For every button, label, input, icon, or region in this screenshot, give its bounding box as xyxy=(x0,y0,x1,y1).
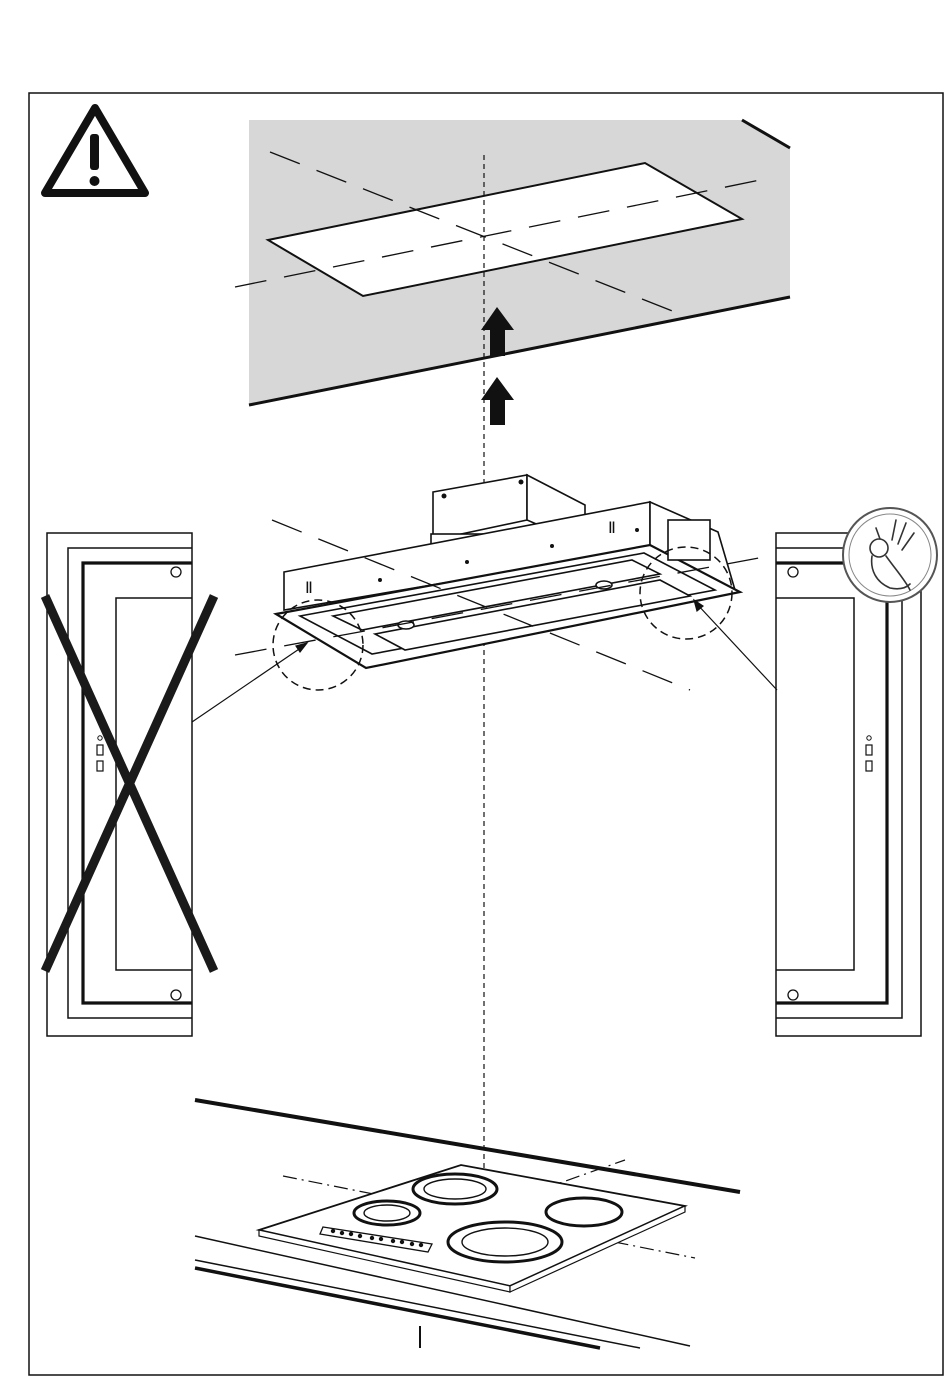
svg-text:Ⅱ: Ⅱ xyxy=(305,578,313,597)
correct-mounting-detail xyxy=(776,533,921,1036)
incorrect-mounting-detail xyxy=(47,533,192,1036)
cooker-hood-unit: Ⅱ Ⅱ xyxy=(276,475,740,668)
svg-text:Ⅱ: Ⅱ xyxy=(608,518,616,537)
arrow-up-icon xyxy=(481,377,514,425)
ok-hand-icon xyxy=(843,508,937,602)
cross-mark-icon xyxy=(45,596,214,971)
warning-triangle-icon xyxy=(45,108,145,193)
